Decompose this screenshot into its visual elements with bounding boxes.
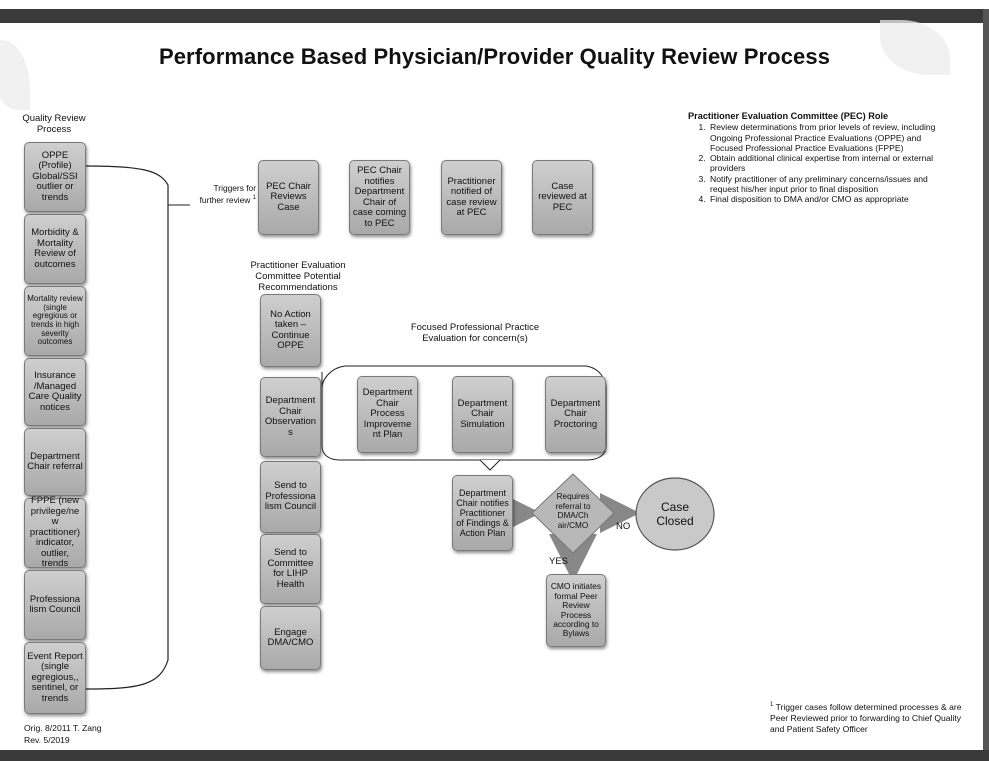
quality-item-fppe: FPPE (new privilege/ne w practitioner) i…: [24, 496, 86, 569]
recommendation-professionalism-council: Send to Professiona lism Council: [260, 461, 321, 533]
pec-role-panel: Practitioner Evaluation Committee (PEC) …: [688, 111, 953, 205]
quality-review-heading: Quality Review Process: [22, 113, 86, 135]
slide-right-edge: [983, 9, 989, 750]
revision-line: Rev. 5/2019: [24, 735, 70, 745]
bottom-bar: [0, 750, 989, 761]
pec-role-item: Review determinations from prior levels …: [708, 122, 953, 153]
pec-chair-notifies-box: PEC Chair notifies Department Chair of c…: [349, 160, 410, 235]
yes-label: YES: [549, 556, 569, 567]
footnote: 1 Trigger cases follow determined proces…: [770, 700, 970, 735]
fppe-heading: Focused Professional Practice Evaluation…: [410, 322, 540, 344]
quality-item-department-chair-referral: Department Chair referral: [24, 428, 86, 496]
quality-item-professionalism-council: Professiona lism Council: [24, 570, 86, 640]
triggers-footnote-mark: 1: [252, 195, 256, 201]
recommendation-engage-dma-cmo: Engage DMA/CMO: [260, 606, 321, 670]
triggers-text: Triggers for further review: [199, 183, 256, 205]
decision-diamond-label: Requires referral to DMA/Ch air/CMO: [555, 492, 591, 530]
case-reviewed-box: Case reviewed at PEC: [532, 160, 593, 235]
pec-role-item: Final disposition to DMA and/or CMO as a…: [708, 194, 953, 204]
cmo-initiates-box: CMO initiates formal Peer Review Process…: [546, 574, 606, 647]
top-margin: [0, 0, 989, 9]
origin-line: Orig. 8/2011 T. Zang: [24, 723, 102, 733]
footnote-mark: 1: [770, 702, 774, 708]
pec-chair-reviews-box: PEC Chair Reviews Case: [258, 160, 319, 235]
fppe-proctoring-box: Department Chair Proctoring: [545, 376, 606, 453]
page-title: Performance Based Physician/Provider Qua…: [158, 44, 831, 69]
fppe-process-improvement-box: Department Chair Process Improveme nt Pl…: [357, 376, 418, 453]
pec-role-list: Review determinations from prior levels …: [688, 122, 953, 204]
quality-item-mortality-review: Mortality review (single egregious or tr…: [24, 286, 86, 356]
recommendations-heading: Practitioner Evaluation Committee Potent…: [250, 260, 346, 293]
practitioner-notified-box: Practitioner notified of case review at …: [441, 160, 502, 235]
pec-role-item: Notify practitioner of any preliminary c…: [708, 174, 953, 195]
recommendation-no-action: No Action taken – Continue OPPE: [260, 294, 321, 367]
footnote-text: Trigger cases follow determined processe…: [770, 701, 962, 734]
recommendation-department-chair-observations: Department Chair Observation s: [260, 377, 321, 457]
top-bar: [0, 9, 989, 23]
fppe-simulation-box: Department Chair Simulation: [452, 376, 513, 453]
quality-item-morbidity-mortality: Morbidity & Mortality Review of outcomes: [24, 214, 86, 284]
department-chair-notifies-box: Department Chair notifies Practitioner o…: [452, 475, 513, 551]
quality-item-insurance-notices: Insurance /Managed Care Quality notices: [24, 358, 86, 426]
recommendation-lihp-health: Send to Committee for LIHP Health: [260, 534, 321, 604]
quality-item-oppe: OPPE (Profile) Global/SSI outlier or tre…: [24, 142, 86, 212]
pec-role-heading: Practitioner Evaluation Committee (PEC) …: [688, 111, 889, 121]
triggers-label: Triggers for further review 1: [190, 183, 256, 205]
case-closed-label: Case Closed: [656, 500, 694, 528]
no-label: NO: [616, 521, 631, 532]
pec-role-item: Obtain additional clinical expertise fro…: [708, 153, 953, 174]
quality-item-event-report: Event Report (single egregious,, sentine…: [24, 642, 86, 714]
